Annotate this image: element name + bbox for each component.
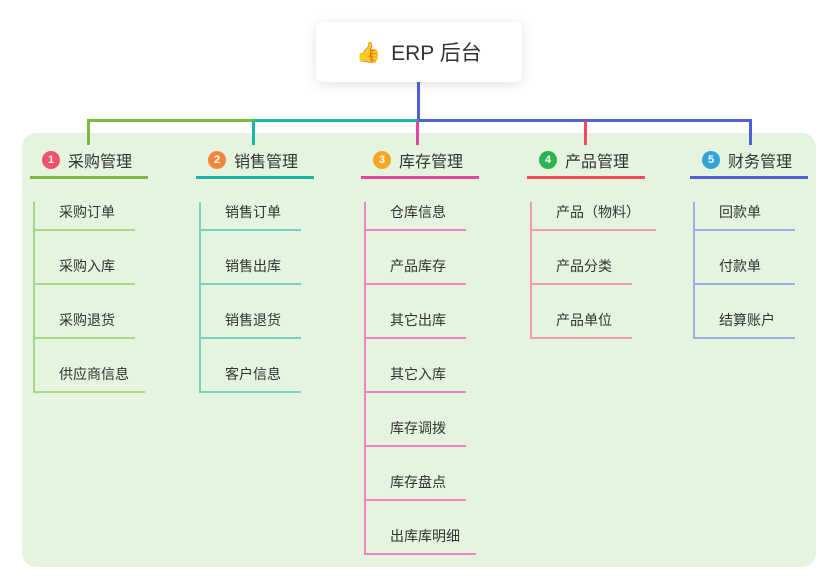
child-node[interactable]: 库存调拨 (366, 418, 466, 447)
connector-segment-green (87, 119, 254, 122)
branch-children: 仓库信息 产品库存 其它出库 其它入库 库存调拨 库存盘点 出库库明细 (364, 202, 479, 555)
branch-topic[interactable]: 3 库存管理 (361, 146, 479, 179)
child-node[interactable]: 仓库信息 (366, 202, 466, 231)
branch-children: 产品（物料） 产品分类 产品单位 (530, 202, 656, 339)
branches-panel (22, 133, 816, 567)
thumbs-up-icon: 👍 (356, 41, 382, 64)
branch-product-management: 4 产品管理 产品（物料） 产品分类 产品单位 (527, 146, 656, 339)
root-node-label: ERP 后台 (391, 42, 482, 65)
child-node[interactable]: 付款单 (695, 256, 795, 285)
root-connector-line (417, 82, 420, 121)
child-node[interactable]: 销售出库 (201, 256, 301, 285)
child-node[interactable]: 其它出库 (366, 310, 466, 339)
child-node[interactable]: 结算账户 (695, 310, 795, 339)
child-node[interactable]: 供应商信息 (35, 364, 145, 393)
child-node[interactable]: 产品单位 (532, 310, 632, 339)
branch-children: 回款单 付款单 结算账户 (693, 202, 808, 339)
child-node[interactable]: 其它入库 (366, 364, 466, 393)
branch-topic-label: 产品管理 (565, 154, 630, 171)
child-node[interactable]: 产品库存 (366, 256, 466, 285)
branch-drop-line-2 (252, 121, 255, 145)
branch-number-badge: 4 (539, 151, 557, 169)
child-node[interactable]: 回款单 (695, 202, 795, 231)
branch-topic-label: 销售管理 (234, 154, 299, 171)
branch-number-badge: 5 (702, 151, 720, 169)
branch-topic-label: 财务管理 (728, 154, 793, 171)
branch-number-badge: 1 (42, 151, 60, 169)
branch-number-badge: 2 (208, 151, 226, 169)
branch-topic[interactable]: 4 产品管理 (527, 146, 645, 179)
child-node[interactable]: 产品分类 (532, 256, 632, 285)
child-node[interactable]: 客户信息 (201, 364, 301, 393)
branch-topic-label: 采购管理 (68, 154, 133, 171)
child-node[interactable]: 库存盘点 (366, 472, 466, 501)
branch-inventory-management: 3 库存管理 仓库信息 产品库存 其它出库 其它入库 库存调拨 库存盘点 出库库… (361, 146, 479, 555)
branch-drop-line-3 (416, 121, 419, 145)
branch-drop-line-1 (87, 121, 90, 145)
branch-children: 采购订单 采购入库 采购退货 供应商信息 (33, 202, 148, 393)
branch-finance-management: 5 财务管理 回款单 付款单 结算账户 (690, 146, 808, 339)
child-node[interactable]: 销售退货 (201, 310, 301, 339)
child-node[interactable]: 产品（物料） (532, 202, 656, 231)
branch-children: 销售订单 销售出库 销售退货 客户信息 (199, 202, 314, 393)
child-node[interactable]: 销售订单 (201, 202, 301, 231)
child-node[interactable]: 采购入库 (35, 256, 135, 285)
branch-topic-label: 库存管理 (399, 154, 464, 171)
branch-drop-line-4 (584, 121, 587, 145)
branch-purchase-management: 1 采购管理 采购订单 采购入库 采购退货 供应商信息 (30, 146, 148, 393)
root-node[interactable]: 👍 ERP 后台 (316, 22, 522, 82)
child-node[interactable]: 出库库明细 (366, 526, 476, 555)
branch-topic[interactable]: 1 采购管理 (30, 146, 148, 179)
child-node[interactable]: 采购订单 (35, 202, 135, 231)
child-node[interactable]: 采购退货 (35, 310, 135, 339)
connector-segment-teal (254, 119, 419, 122)
branch-number-badge: 3 (373, 151, 391, 169)
connector-segment-blue (419, 119, 752, 122)
branch-topic[interactable]: 2 销售管理 (196, 146, 314, 179)
branch-topic[interactable]: 5 财务管理 (690, 146, 808, 179)
branch-drop-line-5 (749, 121, 752, 145)
branch-sales-management: 2 销售管理 销售订单 销售出库 销售退货 客户信息 (196, 146, 314, 393)
